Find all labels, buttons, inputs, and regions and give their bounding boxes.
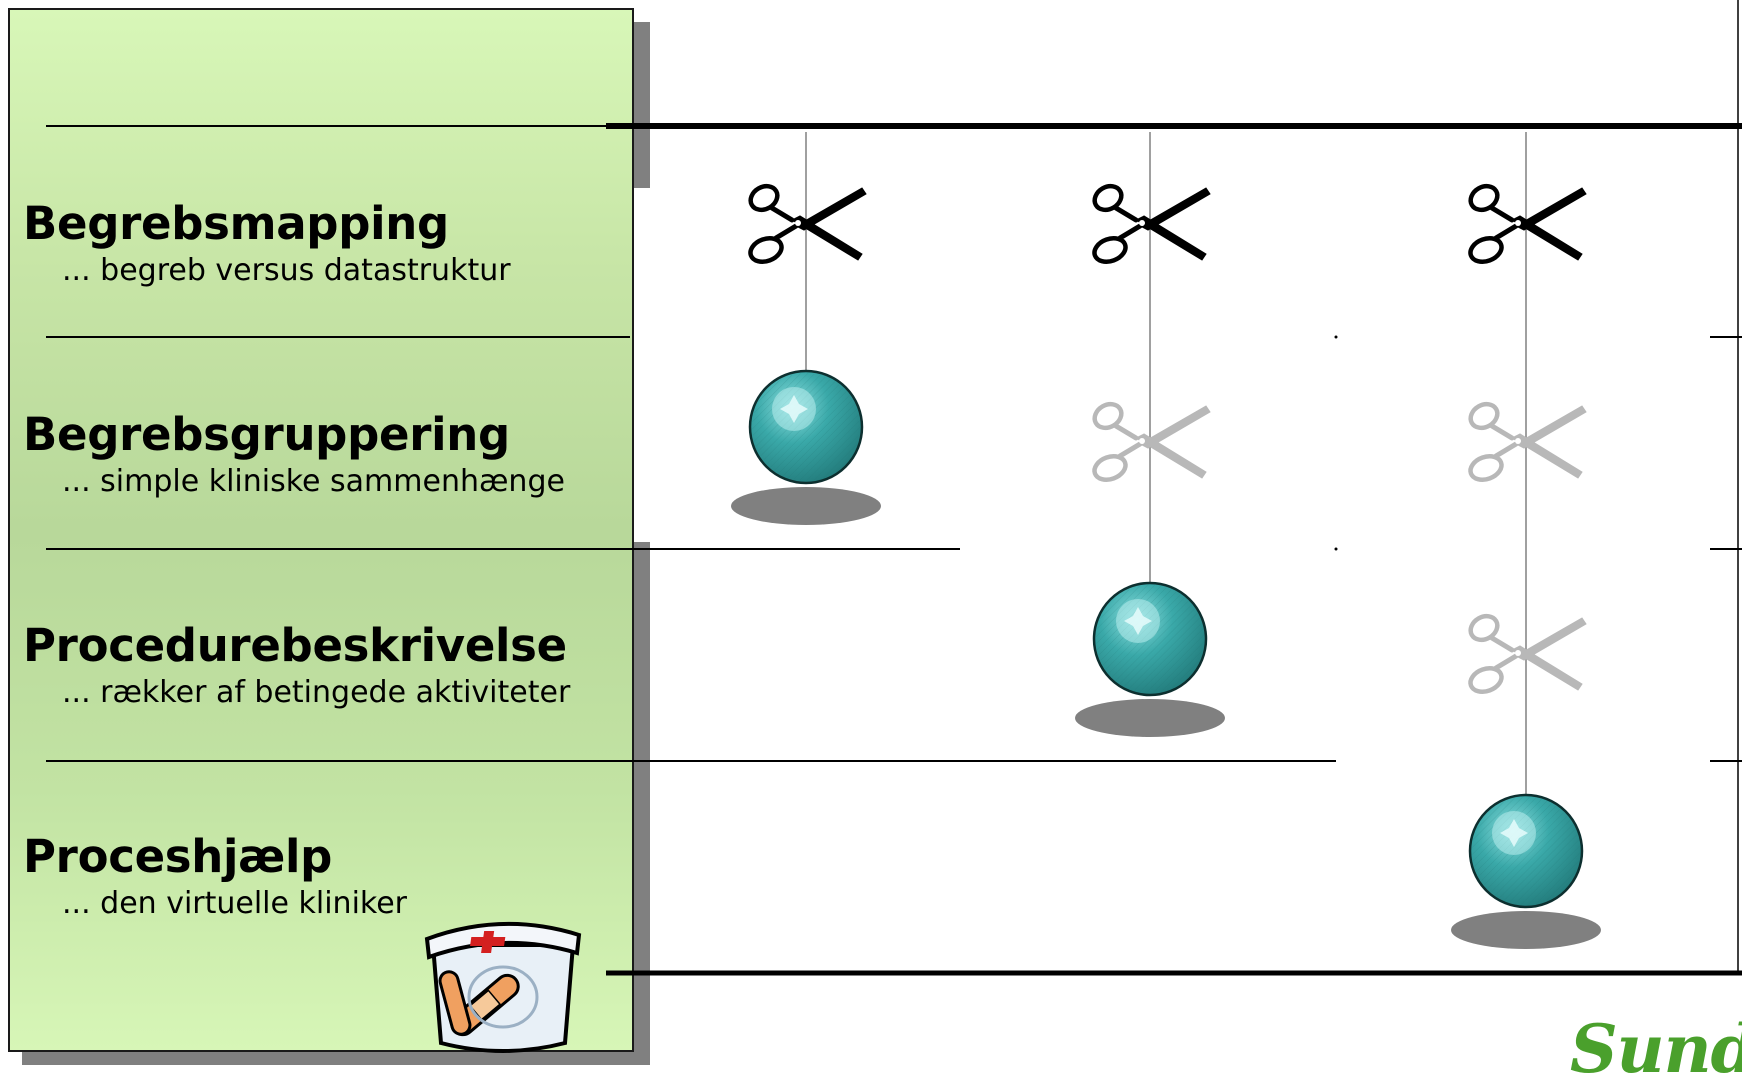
sund-logo: Sund — [1570, 1010, 1742, 1088]
panel-shadow-top — [634, 22, 650, 188]
panel-shadow-base — [22, 1052, 650, 1065]
pendulum-layer — [731, 132, 1601, 949]
row-subtitle-begrebsgruppering: ... simple kliniske sammenhænge — [62, 464, 565, 499]
ball-sparkle — [1500, 819, 1528, 847]
row-subtitle-procedurebeskrivelse: ... rækker af betingede aktiviteter — [62, 675, 571, 710]
separator-dot-1 — [1334, 335, 1338, 339]
row-title-begrebsgruppering: Begrebsgruppering — [23, 408, 510, 461]
level-panel — [8, 8, 634, 1052]
row-subtitle-proceshjaelp: ... den virtuelle kliniker — [62, 886, 407, 921]
first-aid-kit-icon — [424, 921, 582, 1053]
ball-shadow — [1451, 911, 1601, 949]
ball-sparkle — [1124, 607, 1152, 635]
ball-sparkle — [780, 395, 808, 423]
slide: Begrebsmapping ... begreb versus datastr… — [8, 0, 1742, 1088]
ball-shadow — [731, 487, 881, 525]
row-title-proceshjaelp: Proceshjælp — [23, 830, 333, 883]
ball-shadow — [1075, 699, 1225, 737]
panel-shadow-bottom — [634, 542, 650, 1065]
pendulum-diagram — [46, 0, 1742, 1053]
row-title-begrebsmapping: Begrebsmapping — [23, 197, 449, 250]
separator-dot-2 — [1334, 547, 1338, 551]
row-title-procedurebeskrivelse: Procedurebeskrivelse — [23, 619, 567, 672]
row-subtitle-begrebsmapping: ... begreb versus datastruktur — [62, 253, 511, 288]
